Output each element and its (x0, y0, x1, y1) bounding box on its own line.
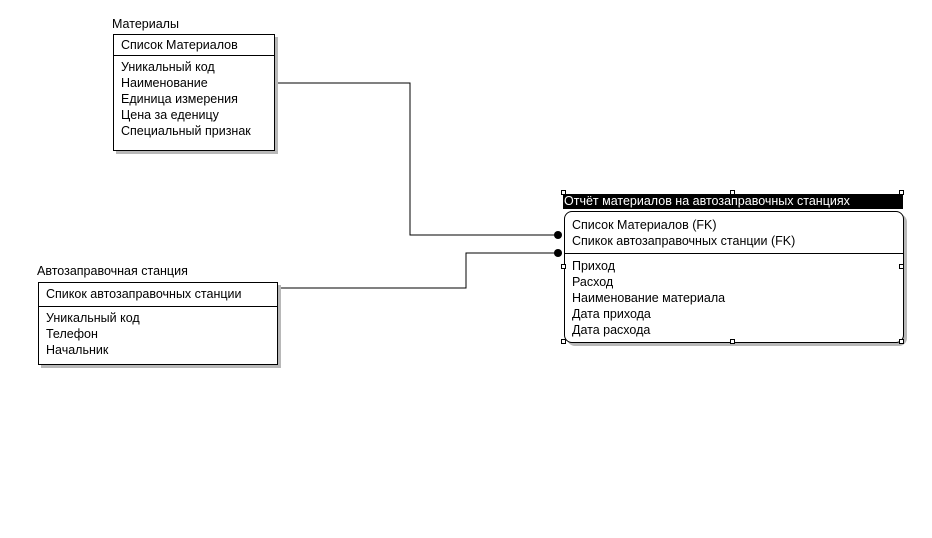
materials-attribute[interactable]: Специальный признак (121, 124, 251, 138)
materials-attribute[interactable]: Цена за еденицу (121, 108, 219, 122)
station-primary-key[interactable]: Спикок автозаправочных станции (46, 287, 242, 301)
report-attribute[interactable]: Дата прихода (572, 307, 651, 321)
relationship-materials-endpoint (554, 231, 562, 239)
report-attribute[interactable]: Дата расхода (572, 323, 651, 337)
resize-handle-top-left[interactable] (561, 190, 566, 195)
resize-handle-bottom-middle[interactable] (730, 339, 735, 344)
station-attribute[interactable]: Уникальный код (46, 311, 140, 325)
resize-handle-bottom-right[interactable] (899, 339, 904, 344)
resize-handle-top-right[interactable] (899, 190, 904, 195)
entity-report-attributes: Приход Расход Наименование материала Дат… (565, 254, 903, 340)
entity-materials-key-section: Список Материалов (114, 35, 274, 56)
entity-report-key-section: Список Материалов (FK) Спикок автозаправ… (565, 212, 903, 254)
report-attribute[interactable]: Наименование материала (572, 291, 726, 305)
materials-primary-key[interactable]: Список Материалов (121, 38, 238, 52)
materials-attribute[interactable]: Наименование (121, 76, 208, 90)
station-attribute[interactable]: Начальник (46, 343, 109, 357)
entity-station[interactable]: Спикок автозаправочных станции Уникальны… (38, 282, 278, 365)
entity-station-key-section: Спикок автозаправочных станции (39, 283, 277, 307)
entity-materials-attributes: Уникальный код Наименование Единица изме… (114, 56, 274, 141)
report-attribute[interactable]: Приход (572, 259, 615, 273)
relationship-station-report[interactable] (279, 252, 558, 289)
resize-handle-middle-right[interactable] (899, 264, 904, 269)
resize-handle-bottom-left[interactable] (561, 339, 566, 344)
entity-materials-title: Материалы (112, 17, 179, 31)
materials-attribute[interactable]: Единица измерения (121, 92, 238, 106)
entity-report-title: Отчёт материалов на автозаправочных стан… (563, 194, 903, 209)
relationship-station-endpoint (554, 249, 562, 257)
entity-materials[interactable]: Список Материалов Уникальный код Наимено… (113, 34, 275, 151)
report-attribute[interactable]: Расход (572, 275, 614, 289)
report-foreign-key[interactable]: Список Материалов (FK) (572, 218, 717, 232)
entity-station-attributes: Уникальный код Телефон Начальник (39, 307, 277, 360)
resize-handle-middle-left[interactable] (561, 264, 566, 269)
entity-station-title: Автозаправочная станция (37, 264, 188, 278)
entity-report[interactable]: Список Материалов (FK) Спикок автозаправ… (564, 211, 904, 343)
resize-handle-top-middle[interactable] (730, 190, 735, 195)
relationship-materials-report[interactable] (273, 82, 558, 236)
report-foreign-key[interactable]: Спикок автозаправочных станции (FK) (572, 234, 796, 248)
materials-attribute[interactable]: Уникальный код (121, 60, 215, 74)
station-attribute[interactable]: Телефон (46, 327, 98, 341)
